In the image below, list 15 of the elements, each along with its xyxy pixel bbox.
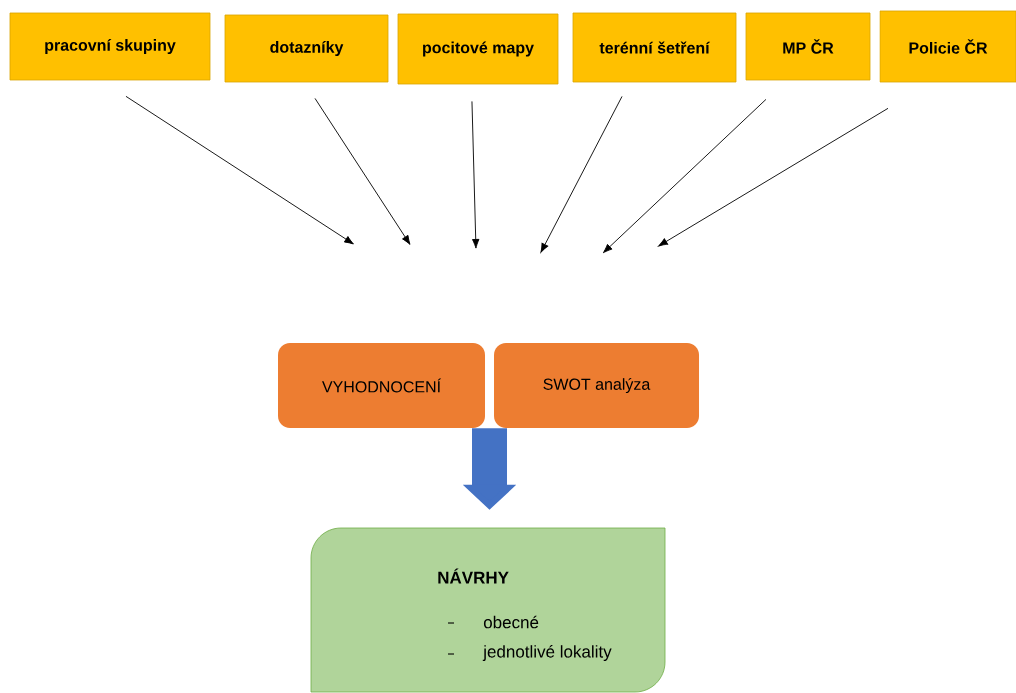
arrow [471,100,480,249]
arrow [658,107,889,247]
arrow [125,95,354,245]
source-box: MP ČR [745,12,871,81]
arrow [602,98,767,254]
source-box: Policie ČR [879,10,1016,83]
source-box: terénní šetření [572,12,737,83]
source-box: dotazníky [224,14,389,83]
process-box: SWOT analýza [494,343,699,428]
arrow [540,95,623,253]
process-box: VYHODNOCENÍ [278,343,485,428]
source-box: pocitové mapy [397,13,559,85]
proposal-box: NÁVRHY obecné jednotlivé lokality [310,527,666,693]
arrow [314,97,411,245]
source-box: pracovní skupiny [9,12,211,81]
